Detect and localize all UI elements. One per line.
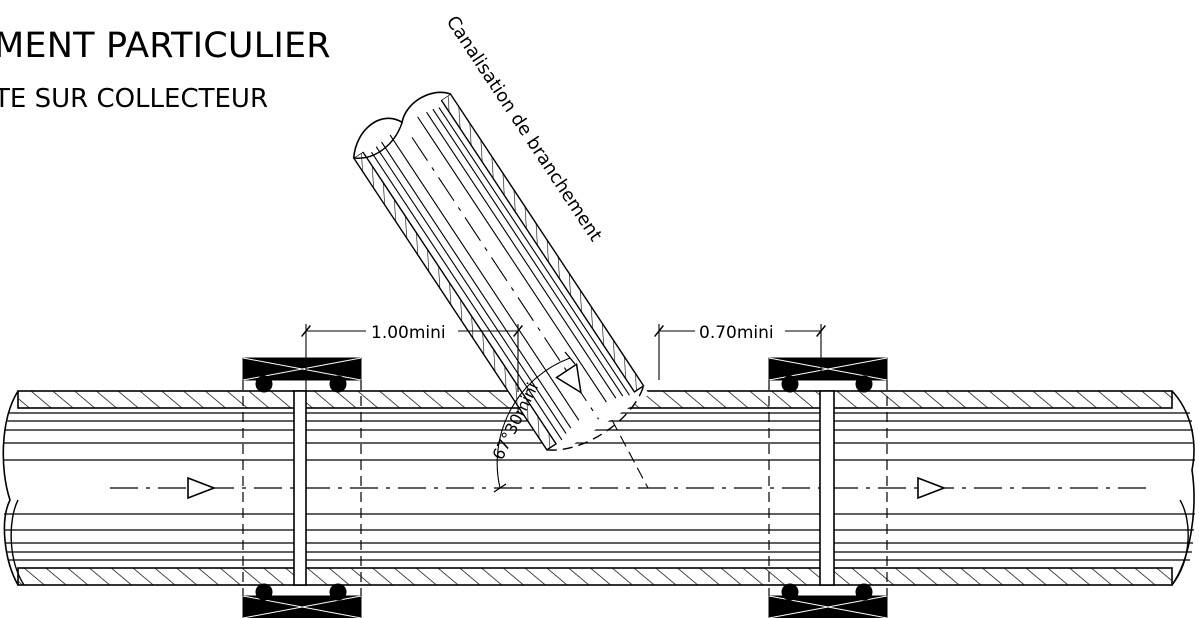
dimension-left-label: 1.00mini [371,323,446,343]
coupling-left [242,357,362,618]
flow-arrow-branch [555,362,582,395]
flow-arrow-left [187,476,217,500]
drawing-title: MENT PARTICULIER [0,26,331,66]
angle-dimension [493,351,576,493]
drawing-subtitle: TE SUR COLLECTEUR [0,84,269,114]
dimension-right-label: 0.70mini [699,323,774,343]
branch-pipe [352,91,650,459]
dimension-right [654,324,826,380]
flow-arrow-right [917,476,947,500]
branch-axis-extension [611,419,649,489]
branch-shading-lines [371,107,630,441]
dimension-left [301,324,523,392]
collector-bottom-wall [17,567,1173,586]
coupling-right [768,357,888,618]
